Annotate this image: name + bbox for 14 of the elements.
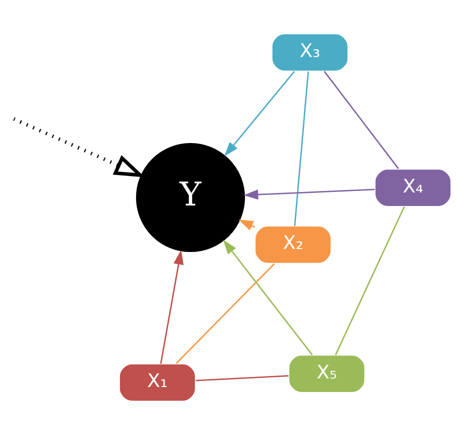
node-box: X₃ — [271, 32, 349, 72]
arrow — [224, 70, 295, 156]
node-box: X₁ — [118, 362, 196, 402]
node-box: X₅ — [288, 354, 366, 393]
connector — [324, 70, 400, 169]
arrow — [160, 249, 184, 364]
connector — [196, 374, 289, 381]
connector — [334, 206, 405, 355]
node-box: X₂ — [254, 224, 332, 264]
arrow — [223, 239, 313, 355]
arrow — [244, 188, 375, 200]
connector — [176, 262, 275, 364]
connector — [294, 71, 309, 226]
node-box: X₄ — [374, 168, 452, 207]
